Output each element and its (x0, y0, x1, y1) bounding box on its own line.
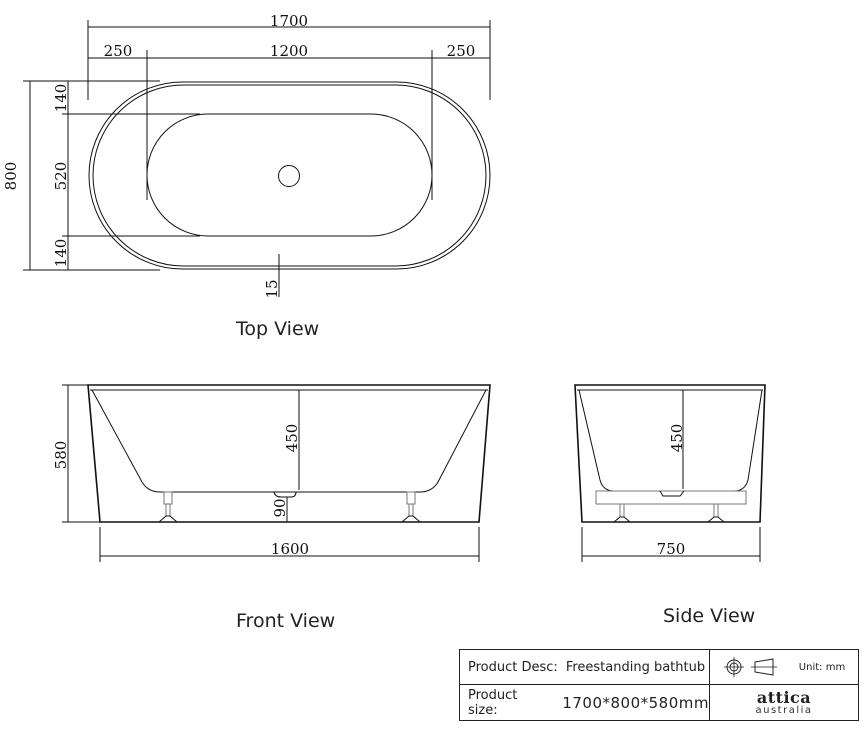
product-size-value: 1700*800*580mm (562, 693, 709, 712)
unit-label: Unit: mm (798, 661, 846, 673)
side-leg-right (707, 504, 725, 523)
brand-subtitle: australia (755, 704, 813, 716)
first-angle-projection-icon (723, 657, 777, 677)
dim-base-length: 1600 (271, 540, 309, 558)
dim-drain-height: 90 (271, 498, 289, 517)
brand-name: attica (756, 687, 812, 707)
dim-left-offset: 250 (104, 42, 133, 60)
title-block: Product Desc: Freestanding bathtub Unit:… (459, 649, 859, 721)
side-view: 450 750 Side View (574, 384, 766, 627)
dim-overall-length: 1700 (270, 12, 308, 30)
dim-side-depth: 450 (668, 424, 686, 453)
product-desc-cell: Product Desc: Freestanding bathtub (460, 650, 710, 685)
top-view-caption: Top View (235, 318, 319, 340)
brand-cell: attica australia (710, 685, 858, 720)
side-leg-left (613, 504, 631, 523)
product-size-label: Product size: (468, 687, 518, 718)
product-size-cell: Product size: 1700*800*580mm (460, 685, 710, 720)
dim-inner-width: 520 (52, 162, 70, 191)
leg-right (401, 491, 421, 523)
brand-logo: attica australia (755, 687, 813, 716)
dim-base-width: 750 (657, 540, 686, 558)
product-desc-label: Product Desc: (468, 659, 558, 675)
leg-left (158, 491, 178, 523)
dim-front-height: 580 (52, 441, 70, 470)
top-view: 1700 250 1200 250 800 140 520 140 15 Top… (2, 12, 491, 340)
front-view-caption: Front View (236, 610, 335, 632)
dim-top-rim: 140 (52, 84, 70, 113)
side-view-caption: Side View (663, 605, 755, 627)
dim-right-offset: 250 (447, 42, 476, 60)
dim-rim-thickness: 15 (263, 279, 281, 298)
projection-unit-cell: Unit: mm (710, 650, 858, 685)
dim-front-depth: 450 (283, 424, 301, 453)
product-desc-value: Freestanding bathtub (565, 659, 706, 675)
dim-bottom-rim: 140 (52, 239, 70, 268)
dim-overall-width: 800 (2, 162, 20, 191)
dim-inner-length: 1200 (270, 42, 308, 60)
front-view: 450 90 580 1600 Front View (52, 384, 491, 632)
